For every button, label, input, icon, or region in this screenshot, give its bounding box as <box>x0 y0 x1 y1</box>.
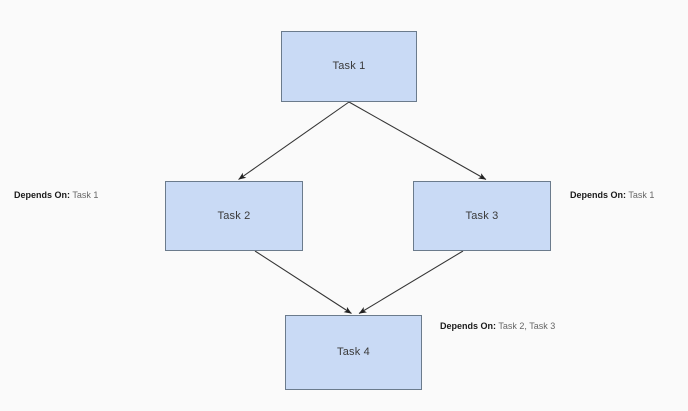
depends-on-annotation-task-4: Depends On: Task 2, Task 3 <box>440 322 555 331</box>
edge-task1-to-task2 <box>238 101 350 180</box>
depends-on-label: Depends On: <box>14 190 71 200</box>
depends-on-value: Task 1 <box>628 190 655 200</box>
task-node-task-4[interactable]: Task 4 <box>285 315 422 390</box>
task-node-task-2[interactable]: Task 2 <box>165 181 303 251</box>
edge-task1-to-task3 <box>348 101 487 180</box>
task-node-label: Task 4 <box>337 346 370 358</box>
depends-on-annotation-task-3: Depends On: Task 1 <box>570 191 654 200</box>
task-node-label: Task 1 <box>332 60 366 72</box>
edge-task3-to-task4 <box>358 250 464 314</box>
task-node-label: Task 2 <box>217 209 251 222</box>
task-node-task-1[interactable]: Task 1 <box>281 31 417 102</box>
depends-on-value: Task 2, Task 3 <box>498 321 556 331</box>
task-node-label: Task 3 <box>465 209 499 222</box>
depends-on-annotation-task-2: Depends On: Task 1 <box>14 191 98 200</box>
edge-task2-to-task4 <box>254 250 352 314</box>
depends-on-value: Task 1 <box>72 190 99 200</box>
depends-on-label: Depends On: <box>440 321 497 331</box>
depends-on-label: Depends On: <box>570 190 627 200</box>
task-node-task-3[interactable]: Task 3 <box>413 181 551 251</box>
